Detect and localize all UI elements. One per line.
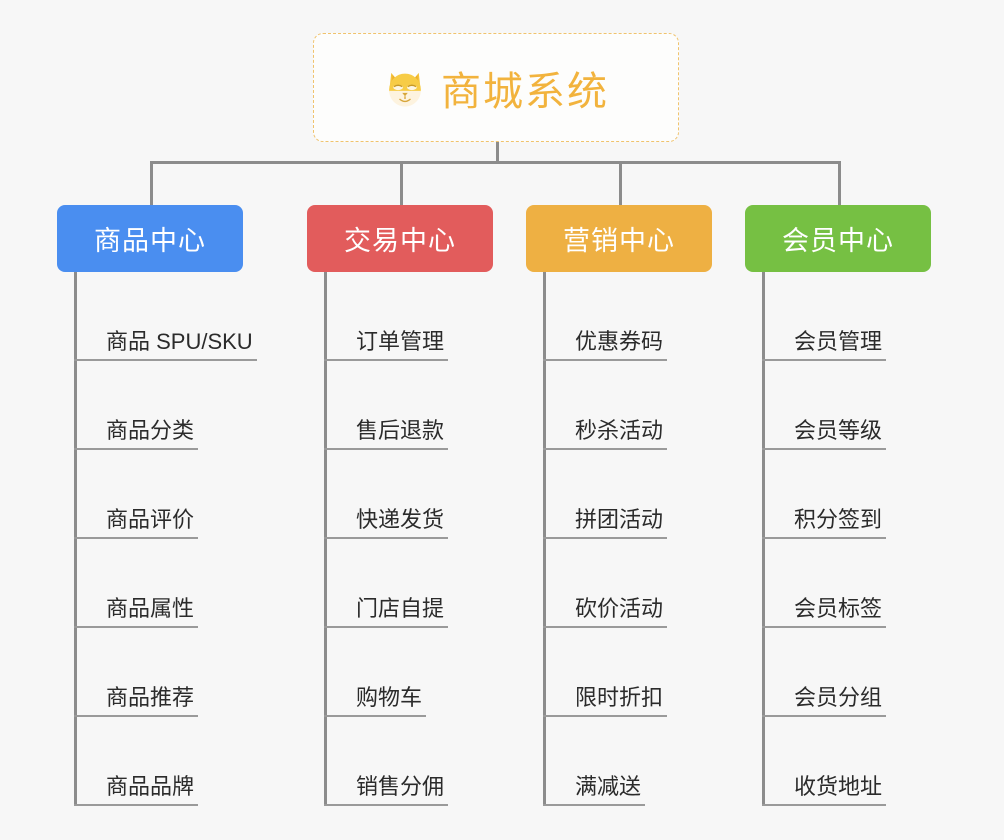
leaf-column-marketing-center: 优惠券码 秒杀活动 拼团活动 砍价活动 限时折扣 满减送 <box>543 272 668 806</box>
leaf-item[interactable]: 商品推荐 <box>74 628 257 717</box>
leaf-column-product-center: 商品 SPU/SKU 商品分类 商品评价 商品属性 商品推荐 商品品牌 <box>74 272 257 806</box>
leaf-item[interactable]: 砍价活动 <box>543 539 668 628</box>
leaf-item[interactable]: 收货地址 <box>762 717 887 806</box>
leaf-item[interactable]: 会员分组 <box>762 628 887 717</box>
category-trade-center[interactable]: 交易中心 <box>307 205 493 272</box>
leaf-item[interactable]: 快递发货 <box>324 450 449 539</box>
category-label: 会员中心 <box>782 226 894 256</box>
leaf-item[interactable]: 会员管理 <box>762 272 887 361</box>
leaf-item[interactable]: 限时折扣 <box>543 628 668 717</box>
leaf-item[interactable]: 购物车 <box>324 628 448 717</box>
leaf-item-label: 限时折扣 <box>543 685 668 717</box>
leaf-item-label: 售后退款 <box>324 418 449 450</box>
leaf-item-label: 优惠券码 <box>543 329 668 361</box>
leaf-item-label: 拼团活动 <box>543 507 668 539</box>
leaf-item[interactable]: 订单管理 <box>324 272 449 361</box>
leaf-item-label: 积分签到 <box>762 507 887 539</box>
leaf-item[interactable]: 商品评价 <box>74 450 257 539</box>
leaf-item-label: 门店自提 <box>324 596 449 628</box>
leaf-item-label: 会员管理 <box>762 329 887 361</box>
connector-drop-trade-center <box>400 161 403 205</box>
leaf-item[interactable]: 积分签到 <box>762 450 887 539</box>
leaf-item-label: 商品 SPU/SKU <box>74 329 257 361</box>
leaf-item-label: 商品分类 <box>74 418 199 450</box>
leaf-spine <box>324 272 327 806</box>
leaf-item-label: 商品品牌 <box>74 774 199 806</box>
leaf-item-label: 会员分组 <box>762 685 887 717</box>
leaf-item[interactable]: 商品 SPU/SKU <box>74 272 257 361</box>
leaf-spine <box>543 272 546 806</box>
leaf-item-label: 快递发货 <box>324 507 449 539</box>
leaf-item-label: 商品属性 <box>74 596 199 628</box>
leaf-item[interactable]: 满减送 <box>543 717 667 806</box>
leaf-spine <box>762 272 765 806</box>
leaf-item[interactable]: 拼团活动 <box>543 450 668 539</box>
leaf-column-member-center: 会员管理 会员等级 积分签到 会员标签 会员分组 收货地址 <box>762 272 887 806</box>
leaf-item-label: 收货地址 <box>762 774 887 806</box>
leaf-spine <box>74 272 77 806</box>
connector-drop-marketing-center <box>619 161 622 205</box>
category-label: 商品中心 <box>94 226 206 256</box>
leaf-item-label: 砍价活动 <box>543 596 668 628</box>
leaf-item-label: 订单管理 <box>324 329 449 361</box>
leaf-column-trade-center: 订单管理 售后退款 快递发货 门店自提 购物车 销售分佣 <box>324 272 449 806</box>
connector-drop-member-center <box>838 161 841 205</box>
leaf-item[interactable]: 商品属性 <box>74 539 257 628</box>
leaf-item-label: 销售分佣 <box>324 774 449 806</box>
connector-horizontal-bus <box>150 161 841 164</box>
connector-root-stem <box>496 142 499 164</box>
leaf-item[interactable]: 商品品牌 <box>74 717 257 806</box>
leaf-item[interactable]: 会员标签 <box>762 539 887 628</box>
leaf-item-label: 商品评价 <box>74 507 199 539</box>
leaf-item-label: 会员等级 <box>762 418 887 450</box>
leaf-item-label: 商品推荐 <box>74 685 199 717</box>
leaf-item-label: 购物车 <box>324 685 427 717</box>
root-title: 商城系统 <box>441 69 609 114</box>
leaf-item[interactable]: 销售分佣 <box>324 717 449 806</box>
connector-drop-product-center <box>150 161 153 205</box>
leaf-item-label: 秒杀活动 <box>543 418 668 450</box>
category-label: 营销中心 <box>563 226 675 256</box>
category-product-center[interactable]: 商品中心 <box>57 205 243 272</box>
category-member-center[interactable]: 会员中心 <box>745 205 931 272</box>
leaf-item[interactable]: 优惠券码 <box>543 272 668 361</box>
leaf-item[interactable]: 会员等级 <box>762 361 887 450</box>
leaf-item[interactable]: 门店自提 <box>324 539 449 628</box>
root-node[interactable]: 商城系统 <box>313 33 679 142</box>
leaf-item[interactable]: 秒杀活动 <box>543 361 668 450</box>
category-label: 交易中心 <box>344 226 456 256</box>
leaf-item[interactable]: 商品分类 <box>74 361 257 450</box>
shiba-inu-icon <box>383 66 427 110</box>
leaf-item-label: 会员标签 <box>762 596 887 628</box>
category-marketing-center[interactable]: 营销中心 <box>526 205 712 272</box>
leaf-item[interactable]: 售后退款 <box>324 361 449 450</box>
leaf-item-label: 满减送 <box>543 774 646 806</box>
